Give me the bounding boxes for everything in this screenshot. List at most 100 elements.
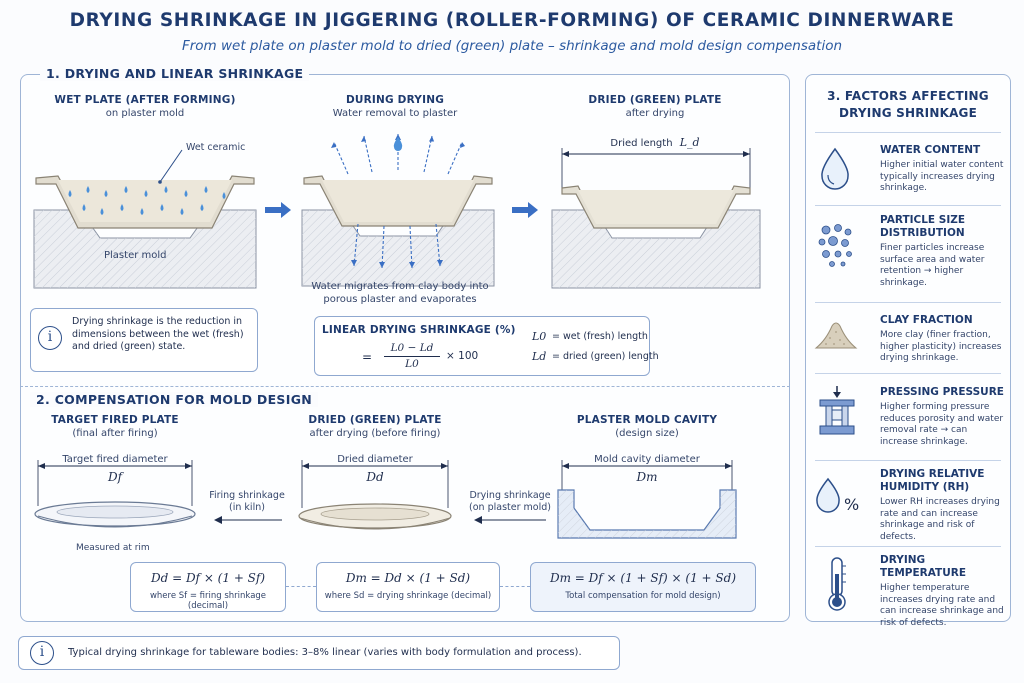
target-fired-title: TARGET FIRED PLATE — [51, 414, 179, 426]
footer-note-text: Typical drying shrinkage for tableware b… — [68, 647, 582, 658]
factor-relative-humidity: DRYING RELATIVE HUMIDITY (RH) Lower RH i… — [880, 468, 1004, 543]
stage-dried-title: DRIED (GREEN) PLATE — [588, 94, 722, 106]
drying-arrow-label: Drying shrinkage (on plaster mold) — [462, 490, 558, 514]
page-title: DRYING SHRINKAGE IN JIGGERING (ROLLER-FO… — [69, 10, 955, 31]
shrinkage-info-text: Drying shrinkage is the reduction in dim… — [72, 316, 244, 352]
stage-drying-title: DURING DRYING — [345, 94, 445, 106]
formula-denominator: L0 — [405, 358, 419, 370]
target-fired-subtitle: (final after firing) — [72, 428, 158, 439]
dried-to-mold-formula: Dm = Dd × (1 + Sd) where Sd = drying shr… — [316, 562, 500, 612]
formula-multiplier: × 100 — [446, 350, 479, 362]
factor-pressing-desc: Higher forming pressure reduces porosity… — [880, 402, 1004, 447]
drying-plate-illustration — [301, 134, 495, 287]
factor-humidity-desc: Lower RH increases drying rate and can i… — [880, 497, 1000, 542]
firing-arrow-label: Firing shrinkage (in kiln) — [204, 490, 290, 514]
factor-temperature-desc: Higher temperature increases drying rate… — [880, 583, 1004, 628]
wet-plate-illustration — [33, 149, 257, 289]
process-arrow-2 — [512, 202, 538, 218]
factor-clay-desc: More clay (finer fraction, higher plasti… — [880, 330, 1002, 363]
fired-to-dried-formula: Dd = Df × (1 + Sf) where Sf = firing shr… — [130, 562, 286, 612]
formula-dm-eq: Dm = Dd × (1 + Sd) — [345, 571, 471, 585]
formula-eq-prefix: = — [362, 350, 373, 364]
factor-drying-temperature: DRYING TEMPERATURE Higher temperature in… — [880, 554, 1004, 629]
firing-shrinkage-arrow — [214, 516, 282, 524]
legend-l0-text: = wet (fresh) length — [552, 331, 648, 342]
wet-ceramic-callout: Wet ceramic — [186, 142, 246, 153]
formula-fraction-bar — [384, 356, 440, 357]
drying-caption: Water migrates from clay body into porou… — [311, 281, 489, 305]
mold-cavity-title: PLASTER MOLD CAVITY — [576, 414, 718, 426]
factor-separator-4 — [815, 460, 1001, 461]
shrinkage-info-box — [30, 308, 258, 372]
formula-dm-note: where Sd = drying shrinkage (decimal) — [324, 591, 492, 601]
factor-particle-desc: Finer particles increase surface area an… — [880, 243, 985, 288]
drying-arrow-line2: (on plaster mold) — [469, 502, 551, 513]
page-subtitle: From wet plate on plaster mold to dried … — [181, 38, 843, 54]
water-drop-icon — [393, 137, 403, 151]
firing-arrow-line2: (in kiln) — [229, 502, 265, 513]
mold-cavity-dim-label: Mold cavity diameter — [594, 454, 700, 465]
dried-length-text: Dried length — [610, 138, 673, 149]
formula-connector-1 — [286, 586, 316, 587]
dried-length-label: Dried length L_d — [545, 136, 765, 149]
section3-title-line2: DRYING SHRINKAGE — [838, 106, 978, 120]
footer-info-icon: i — [30, 641, 54, 665]
mold-cavity-subtitle: (design size) — [615, 428, 679, 439]
firing-arrow-line1: Firing shrinkage — [209, 490, 285, 501]
target-fired-dim-label: Target fired diameter — [62, 454, 168, 465]
dried-green-title: DRIED (GREEN) PLATE — [308, 414, 442, 426]
linear-shrinkage-formula-box — [314, 316, 650, 376]
plaster-mold-label: Plaster mold — [104, 250, 167, 261]
formula-dd-note: where Sf = firing shrinkage (decimal) — [149, 591, 267, 611]
particles-icon — [818, 224, 852, 267]
svg-text:%: % — [844, 495, 859, 514]
factor-separator-2 — [815, 302, 1001, 303]
formula-title: LINEAR DRYING SHRINKAGE (%) — [322, 324, 516, 336]
stage-dried-subtitle: after drying — [625, 108, 685, 119]
section-divider — [20, 386, 790, 387]
info-icon: i — [38, 326, 62, 350]
factor-temperature-name: DRYING TEMPERATURE — [880, 554, 966, 579]
legend-ld-symbol: Ld — [532, 350, 547, 363]
section1-title: 1. DRYING AND LINEAR SHRINKAGE — [40, 66, 310, 81]
dried-diameter-symbol: Dd — [366, 470, 384, 484]
total-compensation-formula: Dm = Df × (1 + Sf) × (1 + Sd) Total comp… — [530, 562, 756, 612]
humidity-icon: % — [816, 477, 859, 514]
drying-arrow-line1: Drying shrinkage — [469, 490, 551, 501]
dried-plate-side-illustration — [298, 460, 452, 530]
formula-numerator: L0 − Ld — [390, 342, 434, 354]
mold-cavity-illustration — [557, 460, 737, 539]
factor-humidity-name: DRYING RELATIVE HUMIDITY (RH) — [880, 468, 985, 493]
formula-total-note: Total compensation for mold design) — [565, 591, 721, 601]
factor-separator-3 — [815, 373, 1001, 374]
dried-green-subtitle: after drying (before firing) — [309, 428, 441, 439]
mold-cavity-symbol: Dm — [636, 470, 658, 484]
factor-pressing-pressure: PRESSING PRESSURE Higher forming pressur… — [880, 386, 1004, 448]
dried-plate-illustration — [551, 148, 761, 289]
factor-clay-name: CLAY FRACTION — [880, 314, 973, 326]
target-fired-symbol: Df — [107, 470, 123, 484]
water-drop-icon — [821, 147, 849, 190]
measured-rim-note: Measured at rim — [76, 543, 150, 553]
section3-title: 3. FACTORS AFFECTING DRYING SHRINKAGE — [805, 88, 1011, 122]
factor-clay-fraction: CLAY FRACTION More clay (finer fraction,… — [880, 314, 1004, 365]
formula-connector-2 — [500, 586, 530, 587]
dried-diameter-label: Dried diameter — [337, 454, 413, 465]
formula-total-eq: Dm = Df × (1 + Sf) × (1 + Sd) — [549, 571, 737, 585]
factor-pressing-name: PRESSING PRESSURE — [880, 386, 1004, 398]
press-icon — [819, 386, 855, 435]
factor-separator-5 — [815, 546, 1001, 547]
factor-particle-name: PARTICLE SIZE DISTRIBUTION — [880, 214, 966, 239]
clay-pile-icon — [814, 322, 858, 349]
factors-title-separator — [815, 132, 1001, 133]
footer-note-box — [18, 636, 620, 670]
fired-plate-illustration — [34, 460, 196, 528]
stage-drying-subtitle: Water removal to plaster — [332, 108, 458, 119]
thermometer-icon — [828, 557, 846, 611]
drying-shrinkage-arrow — [474, 516, 546, 524]
stage-wet-title: WET PLATE (AFTER FORMING) — [54, 94, 236, 106]
legend-l0-symbol: L0 — [532, 330, 547, 343]
process-arrow-1 — [265, 202, 291, 218]
factor-separator-1 — [815, 205, 1001, 206]
formula-dd-eq: Dd = Df × (1 + Sf) — [150, 571, 266, 585]
